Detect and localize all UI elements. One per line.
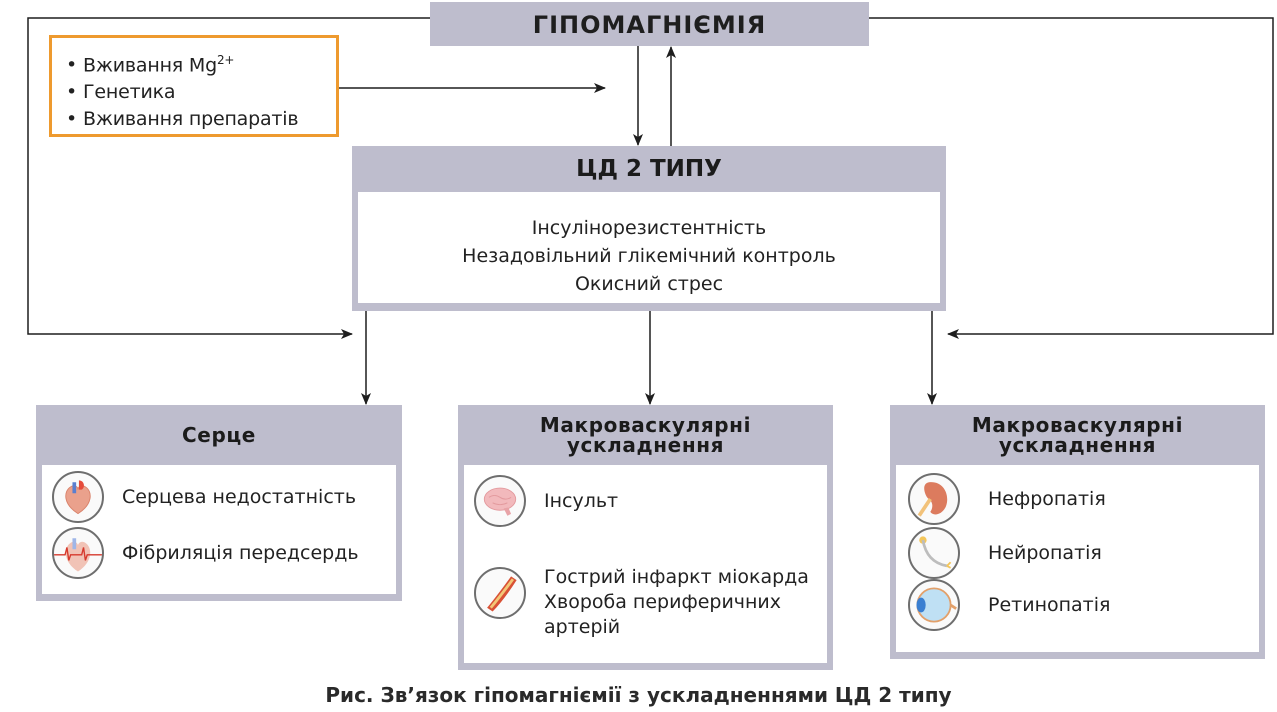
- complication-item: Нейропатія: [908, 527, 1102, 579]
- hypomagnesemia-label: ГІПОМАГНІЄМІЯ: [532, 11, 767, 39]
- dm2-title: ЦД 2 ТИПУ: [576, 156, 722, 182]
- dm2-mechanisms: Інсулінорезистентність Незадовільний глі…: [358, 192, 940, 303]
- complication-label: Гострий інфаркт міокарда Хвороба перифер…: [544, 566, 809, 638]
- complication-item: Інсульт: [474, 475, 618, 527]
- feedback-line-right: [869, 17, 1274, 339]
- complication-item: Гострий інфаркт міокарда Хвороба перифер…: [474, 565, 809, 640]
- kidney-icon: [908, 473, 960, 525]
- feedback-line-left: [27, 17, 430, 339]
- mechanism-line: Інсулінорезистентність: [531, 217, 767, 239]
- complication-item: Фібриляція передсердь: [52, 527, 359, 579]
- complication-label: Ретинопатія: [988, 593, 1111, 616]
- risk-factors-box: Вживання Mg2+ Генетика Вживання препарат…: [49, 35, 339, 137]
- complication-label: Нейропатія: [988, 541, 1102, 564]
- category-body: Інсульт Гострий інфаркт міокарда Хвороба…: [464, 465, 827, 663]
- dm2-node: ЦД 2 ТИПУ Інсулінорезистентність Незадов…: [352, 146, 946, 311]
- artery-icon: [474, 567, 526, 619]
- complication-label: Нефропатія: [988, 487, 1106, 510]
- heart-ecg-icon: [52, 527, 104, 579]
- category-heart: Серце Серцева недостатність Фібриляція п…: [36, 405, 402, 601]
- mechanism-line: Незадовільний глікемічний контроль: [462, 245, 836, 267]
- complication-item: Серцева недостатність: [52, 471, 356, 523]
- mechanism-line: Окисний стрес: [574, 273, 724, 295]
- eye-icon: [908, 579, 960, 631]
- complication-label: Серцева недостатність: [122, 485, 357, 508]
- heart-icon: [52, 471, 104, 523]
- risk-factor-item: Генетика: [66, 79, 336, 106]
- brain-icon: [474, 475, 526, 527]
- complication-label: Фібриляція передсердь: [122, 541, 359, 564]
- category-body: Нефропатія Нейропатія Ретинопатія: [896, 465, 1259, 652]
- complication-label: Інсульт: [544, 489, 619, 512]
- complication-item: Нефропатія: [908, 473, 1106, 525]
- category-title: Серце: [182, 423, 256, 447]
- neuron-icon: [908, 527, 960, 579]
- category-body: Серцева недостатність Фібриляція передсе…: [42, 465, 396, 594]
- risk-factor-item: Вживання Mg2+: [66, 47, 336, 79]
- figure-caption: Рис. Зв’язок гіпомагніємії з ускладнення…: [325, 683, 952, 707]
- hypomagnesemia-node: ГІПОМАГНІЄМІЯ: [430, 2, 869, 46]
- risk-factor-item: Вживання препаратів: [66, 106, 336, 133]
- complication-item: Ретинопатія: [908, 579, 1110, 631]
